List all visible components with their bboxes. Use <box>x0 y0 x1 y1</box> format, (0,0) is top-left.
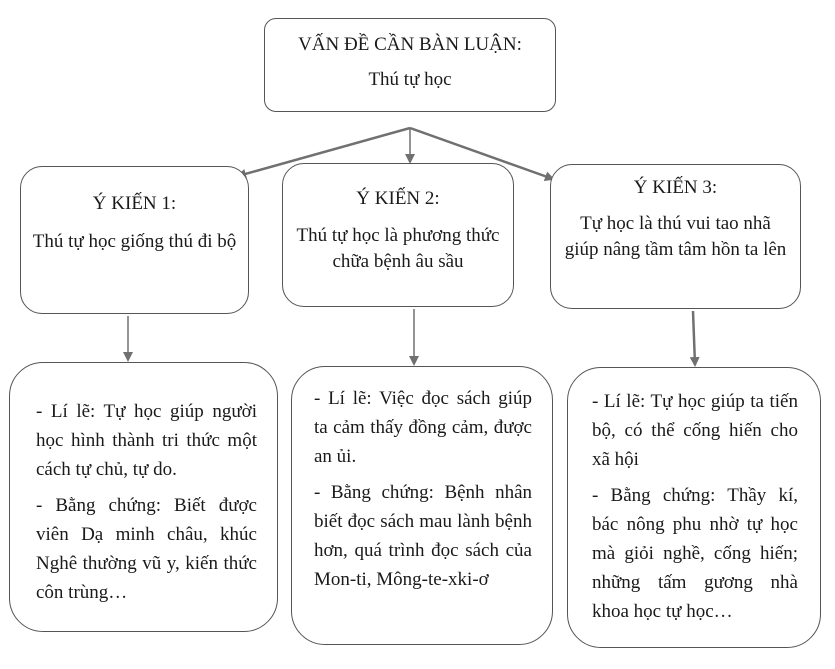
arrow-to-evidence-3 <box>689 310 700 367</box>
opinion-3-text: Tự học là thú vui tao nhã giúp nâng tầm … <box>564 213 787 260</box>
opinion-3-box: Ý KIẾN 3: Tự học là thú vui tao nhã giúp… <box>550 164 801 309</box>
evidence-2-reason: - Lí lẽ: Việc đọc sách giúp ta cảm thấy … <box>314 388 532 467</box>
evidence-2-proof: - Bằng chứng: Bệnh nhân biết đọc sách ma… <box>314 482 532 590</box>
arrow-to-opinion-1 <box>236 126 411 179</box>
evidence-1-box: - Lí lẽ: Tự học giúp người học hình thàn… <box>9 362 278 632</box>
opinion-2-box: Ý KIẾN 2: Thú tự học là phương thức chữa… <box>282 163 514 307</box>
opinion-1-heading: Ý KIẾN 1: <box>92 193 177 214</box>
opinion-1-text: Thú tự học giống thú đi bộ <box>32 231 237 252</box>
opinion-2-text: Thú tự học là phương thức chữa bệnh âu s… <box>296 225 500 272</box>
evidence-2-box: - Lí lẽ: Việc đọc sách giúp ta cảm thấy … <box>291 366 553 645</box>
evidence-3-reason: - Lí lẽ: Tự học giúp ta tiến bộ, có thể … <box>592 391 798 470</box>
arrow-to-opinion-3 <box>409 126 555 182</box>
issue-subtitle: Thú tự học <box>368 69 452 90</box>
opinion-1-box: Ý KIẾN 1: Thú tự học giống thú đi bộ <box>20 166 249 314</box>
opinion-3-heading: Ý KIẾN 3: <box>633 177 718 198</box>
opinion-2-heading: Ý KIẾN 2: <box>356 188 440 209</box>
evidence-1-proof: - Bằng chứng: Biết được viên Dạ minh châ… <box>36 495 257 603</box>
issue-title: VẤN ĐỀ CẦN BÀN LUẬN: <box>298 34 522 55</box>
evidence-3-box: - Lí lẽ: Tự học giúp ta tiến bộ, có thể … <box>567 367 821 648</box>
evidence-3-proof: - Bằng chứng: Thầy kí, bác nông phu nhờ … <box>592 485 798 622</box>
evidence-1-reason: - Lí lẽ: Tự học giúp người học hình thàn… <box>36 401 257 480</box>
issue-box: VẤN ĐỀ CẦN BÀN LUẬN: Thú tự học <box>264 18 556 112</box>
